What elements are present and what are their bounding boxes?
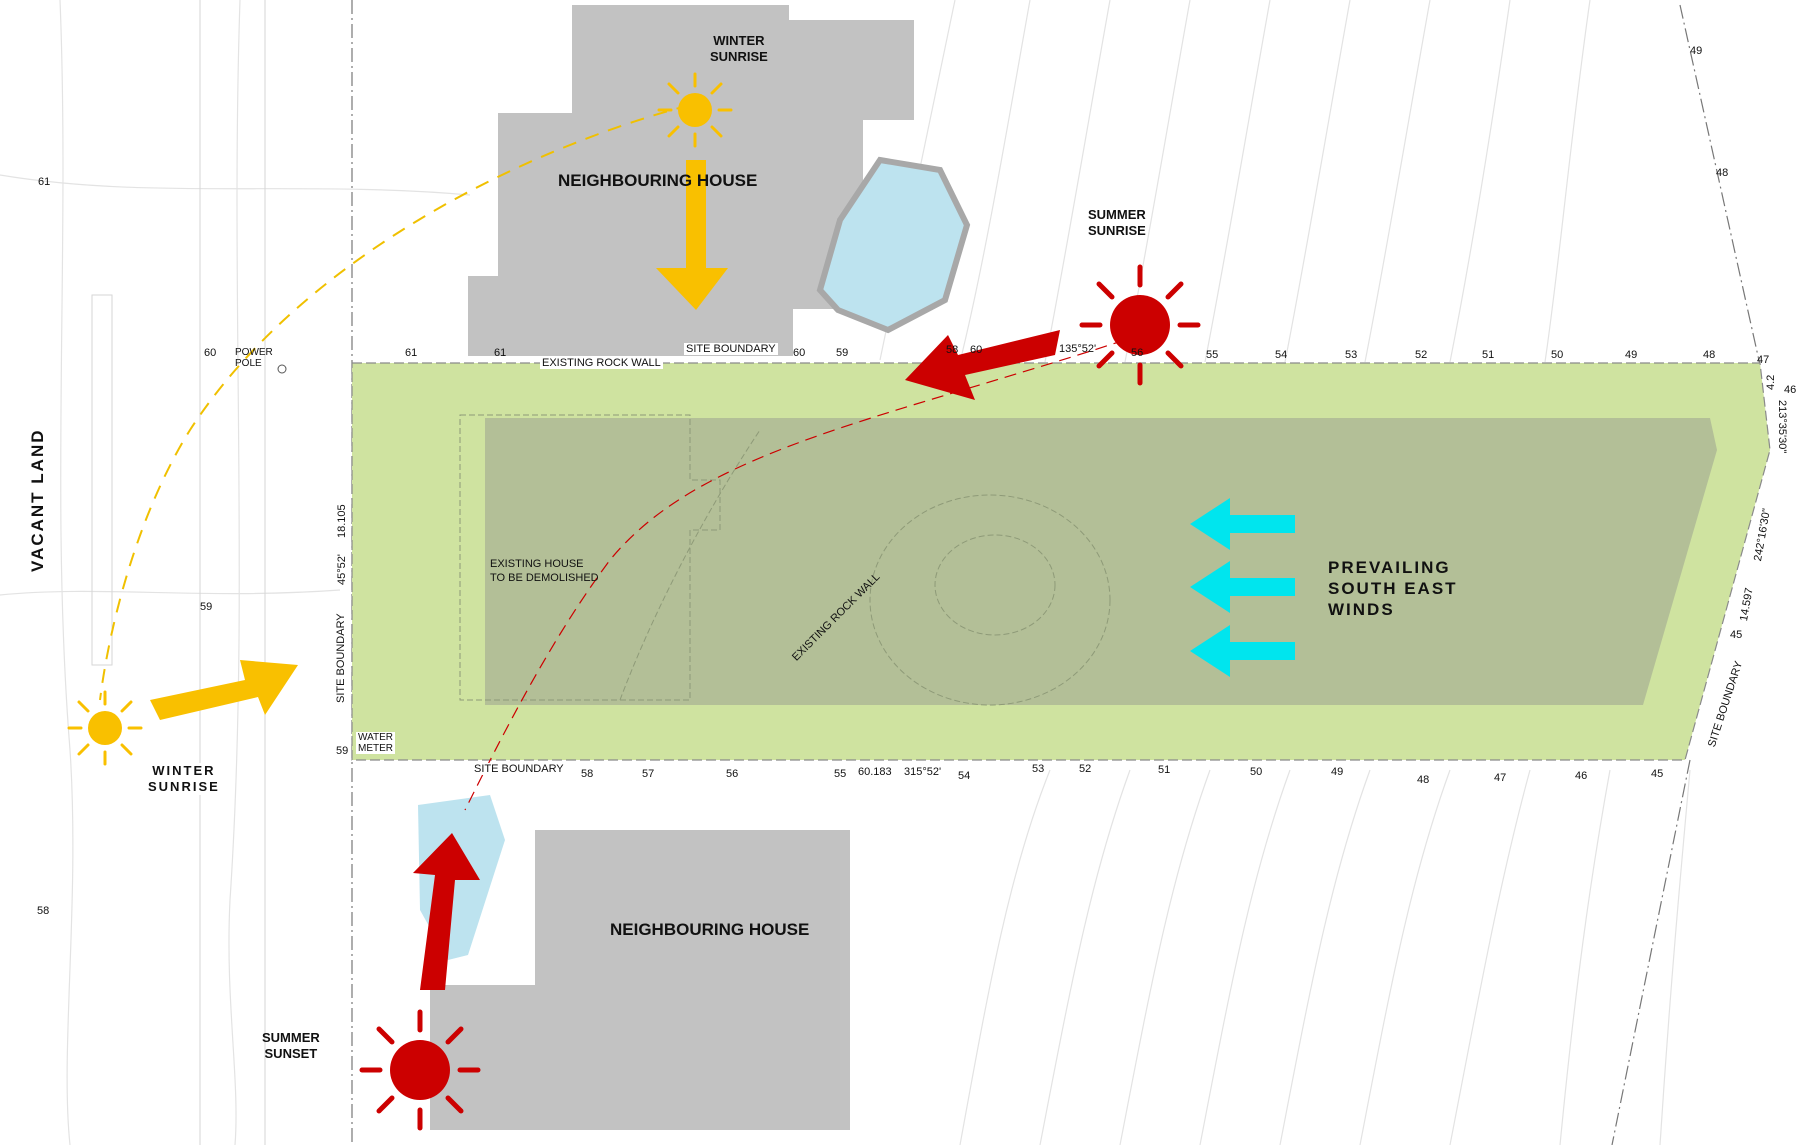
vacant-land-label: VACANT LAND (28, 428, 47, 572)
right-upper-length-dimension: 4.2 (1765, 374, 1777, 390)
contour-label-bottom: 47 (1494, 772, 1507, 784)
site-boundary-bottom-label: SITE BOUNDARY (472, 763, 566, 775)
contour-label-top: 53 (1345, 349, 1358, 361)
neighbouring-house-bottom (430, 830, 850, 1130)
left-bearing-dimension: 45°52' (336, 554, 348, 585)
summer-sun-path (464, 339, 1126, 811)
contour-label-bottom: 48 (1417, 774, 1430, 786)
neighbouring-house-bottom-label: NEIGHBOURING HOUSE (610, 920, 810, 939)
contour-label-bottom: 52 (1079, 763, 1092, 775)
contour-label: 59 (336, 745, 349, 757)
contour-label-bottom: 55 (834, 768, 847, 780)
contour-label-top: 60 (970, 344, 983, 356)
winter-sun-arrow-right-icon (150, 660, 298, 720)
site-boundary-left-label: SITE BOUNDARY (335, 613, 347, 703)
contour-label-top: 54 (1275, 349, 1288, 361)
site-boundary-top-label: SITE BOUNDARY (684, 343, 778, 355)
contour-label: 46 (1784, 384, 1797, 396)
prevailing-winds-label: PREVAILING SOUTH EAST WINDS (1328, 558, 1458, 619)
summer-sun-arrow-up-icon (413, 833, 480, 990)
summer-sunrise-label: SUMMER SUNRISE (1088, 207, 1146, 238)
contour-label: 45 (1730, 629, 1743, 641)
power-pole-icon (277, 364, 287, 374)
contour-label-top: 56 (1131, 347, 1144, 359)
wind-arrow-1-icon (1190, 498, 1295, 550)
building-zone (485, 418, 1717, 705)
winter-sun-top-icon (657, 72, 733, 148)
summer-sun-top-icon (1079, 264, 1201, 386)
wind-arrow-3-icon (1190, 625, 1295, 677)
contour-label: 49 (1690, 45, 1703, 57)
contour-label-top: 50 (1551, 349, 1564, 361)
right-upper-bearing-dimension: 213°35'30" (1776, 400, 1788, 454)
contour-label-bottom: 46 (1575, 770, 1588, 782)
contour-label-top: 61 (494, 347, 507, 359)
contour-label-bottom: 56 (726, 768, 739, 780)
contour-label: 48 (1716, 167, 1729, 179)
contour-label: 58 (37, 905, 50, 917)
contour-label-bottom: 57 (642, 768, 655, 780)
contour-label-top: 47 (1757, 354, 1770, 366)
winter-sunrise-top-label: WINTER SUNRISE (710, 33, 768, 64)
existing-rock-wall-top-label: EXISTING ROCK WALL (540, 357, 663, 369)
contour-label-top: 59 (836, 347, 849, 359)
contour-label-bottom: 51 (1158, 764, 1171, 776)
water-meter-label: WATER METER (356, 732, 395, 754)
contour-label-top: 55 (1206, 349, 1219, 361)
contour-label-bottom: 49 (1331, 766, 1344, 778)
contour-label-bottom: 50 (1250, 766, 1263, 778)
road-outline (91, 0, 266, 1145)
contour-label-top: 51 (1482, 349, 1495, 361)
contour-label-top: 52 (1415, 349, 1428, 361)
contour-label-top: 48 (1703, 349, 1716, 361)
winter-sunrise-left-label: WINTER SUNRISE (146, 763, 222, 795)
contour-label-bottom: 58 (581, 768, 594, 780)
wind-arrow-2-icon (1190, 561, 1295, 613)
contour-label-top: 58 (946, 344, 959, 356)
neighbouring-house-top-label: NEIGHBOURING HOUSE (558, 171, 758, 190)
summer-sunset-label: SUMMER SUNSET (262, 1030, 320, 1061)
contour-label: 60 (204, 347, 217, 359)
contour-label-top: 49 (1625, 349, 1638, 361)
existing-features (459, 414, 1111, 706)
bottom-length-dimension: 60.183 (858, 766, 892, 778)
wind-arrows (1190, 498, 1295, 677)
property-lines (351, 0, 1761, 1145)
contour-label-bottom: 45 (1651, 768, 1664, 780)
winter-sun-path (99, 104, 691, 701)
contour-label-bottom: 53 (1032, 763, 1045, 775)
left-length-dimension: 18.105 (336, 504, 348, 538)
contour-label: 61 (38, 176, 51, 188)
pool-top (816, 156, 971, 334)
contour-label: 59 (200, 601, 213, 613)
summer-sun-arrow-left-icon (905, 330, 1060, 400)
contour-lines (0, 0, 1691, 1145)
existing-house-label: EXISTING HOUSE TO BE DEMOLISHED (490, 558, 599, 584)
summer-sun-bottom-icon (359, 1009, 481, 1131)
bottom-bearing-dimension: 315°52' (904, 766, 942, 778)
contour-label-top: 61 (405, 347, 418, 359)
contour-label-bottom: 54 (958, 770, 971, 782)
power-pole-label: POWER POLE (235, 347, 273, 369)
top-bearing-dimension: 135°52' (1059, 343, 1097, 355)
winter-sun-arrow-down-icon (656, 160, 728, 310)
contour-label-top: 60 (793, 347, 806, 359)
winter-sun-left-icon (67, 690, 143, 766)
